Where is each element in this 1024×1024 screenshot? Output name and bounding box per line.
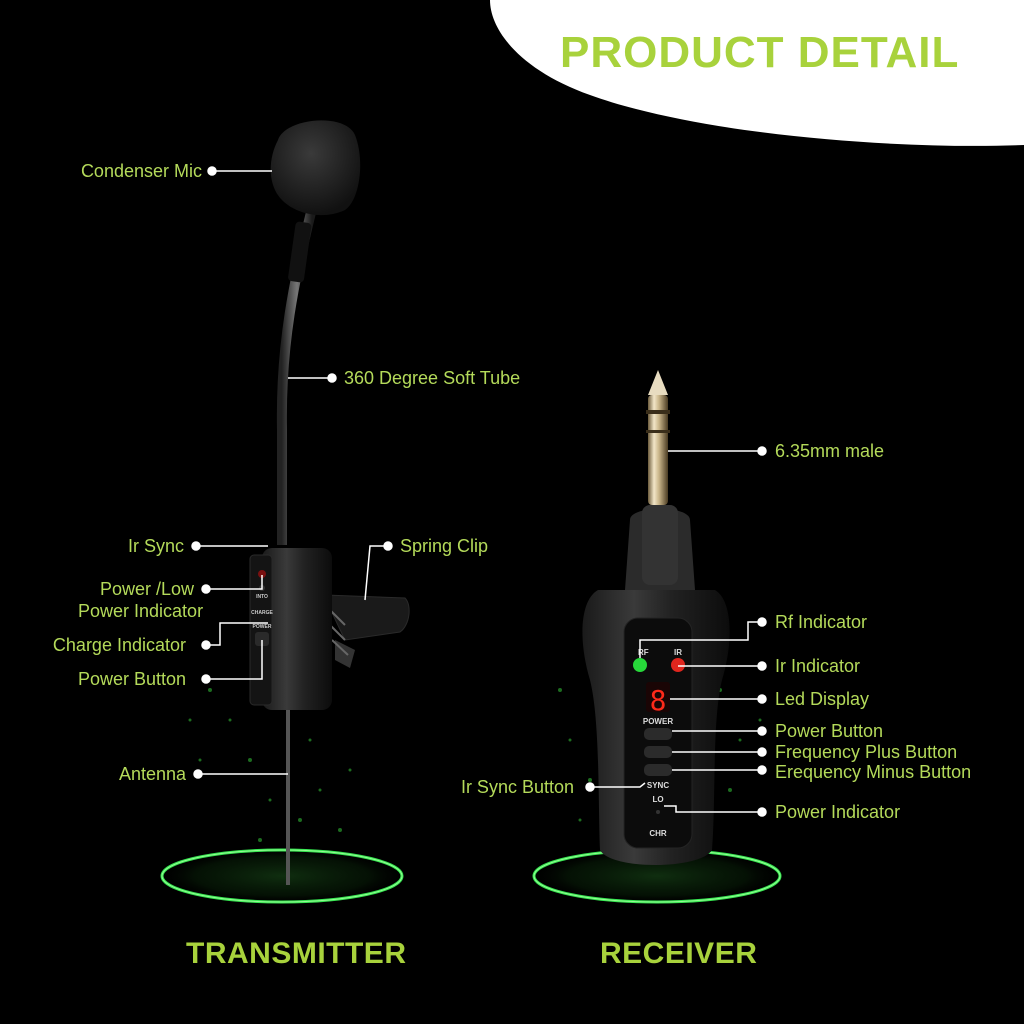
sync-text: SYNC — [647, 781, 669, 790]
rf-text: RF — [638, 648, 649, 657]
label-ir-sync: Ir Sync — [127, 536, 184, 556]
label-led-display: Led Display — [775, 689, 870, 709]
rf-indicator-led — [633, 658, 647, 672]
tx-power-text: POWER — [253, 624, 272, 630]
jack-tip — [648, 370, 668, 395]
lo-text: LO — [652, 795, 663, 804]
rx-power-text: POWER — [643, 717, 673, 726]
male-jack-plug — [648, 395, 668, 505]
caption-transmitter: TRANSMITTER — [186, 937, 407, 970]
ir-indicator-led — [671, 658, 685, 672]
led-display-digit: 8 — [650, 684, 667, 717]
label-power-indicator: Power Indicator — [78, 601, 204, 621]
label-charge-indicator: Charge Indicator — [52, 635, 186, 655]
label-rf-indicator: Rf Indicator — [775, 612, 868, 632]
label-rx-power-button: Power Button — [775, 721, 884, 741]
label-condenser-mic: Condenser Mic — [80, 161, 202, 181]
tx-charge-text: CHARGE — [251, 610, 273, 616]
caption-receiver: RECEIVER — [600, 937, 758, 970]
label-soft-tube: 360 Degree Soft Tube — [344, 368, 521, 388]
label-freq-minus: Erequency Minus Button — [775, 762, 972, 782]
label-spring-clip: Spring Clip — [400, 536, 489, 556]
transmitter-body — [262, 548, 332, 710]
label-power-low: Power /Low — [99, 579, 194, 599]
label-ir-sync-button: Ir Sync Button — [460, 777, 574, 797]
receiver-glow-ring — [529, 848, 785, 904]
page-title: PRODUCT DETAIL — [560, 28, 960, 77]
tx-into-text: INTO — [256, 594, 268, 600]
label-power-button: Power Button — [77, 669, 186, 689]
green-particle-glow — [188, 688, 762, 842]
leader-lines — [191, 166, 767, 817]
header-banner — [490, 0, 1024, 146]
label-rx-power-indicator: Power Indicator — [775, 802, 901, 822]
label-antenna: Antenna — [118, 764, 186, 784]
label-ir-indicator: Ir Indicator — [775, 656, 861, 676]
label-freq-plus: Frequency Plus Button — [775, 742, 958, 762]
ir-text: IR — [674, 648, 682, 657]
chr-text: CHR — [649, 829, 667, 838]
condenser-mic-head — [270, 120, 361, 216]
transmitter-glow-ring — [157, 848, 407, 904]
label-male-jack: 6.35mm male — [775, 441, 885, 461]
